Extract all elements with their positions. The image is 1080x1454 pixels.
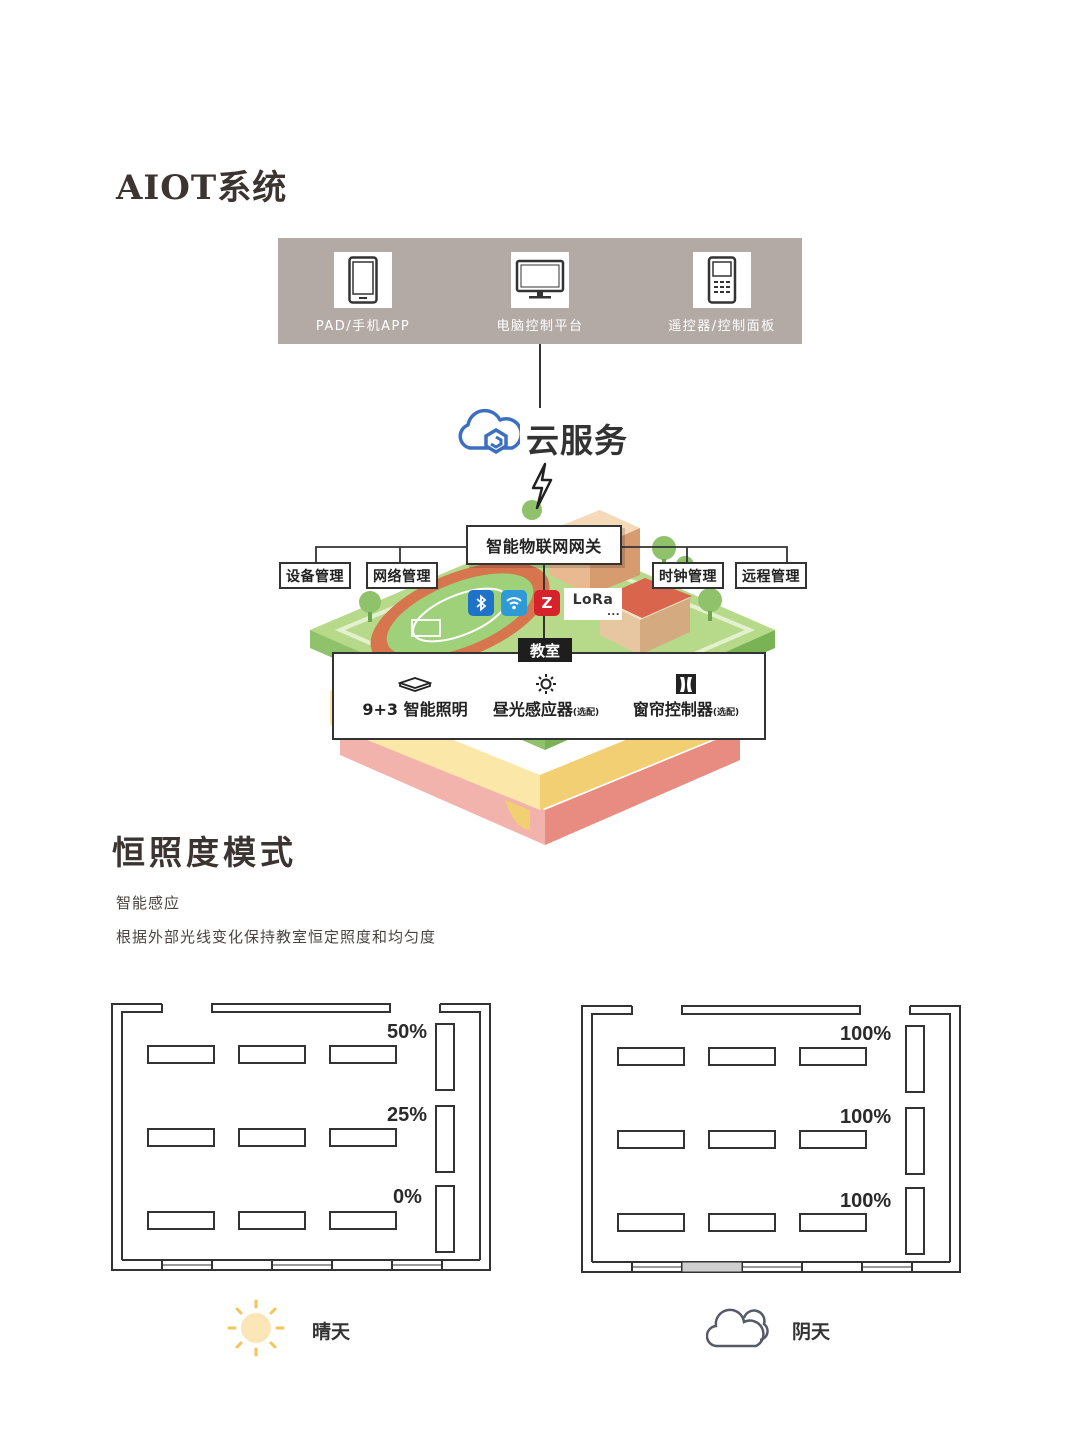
tablet-icon [348, 256, 378, 304]
zigbee-badge: Z [534, 590, 560, 616]
more-protocols-label: ... [607, 607, 620, 618]
light-level-row-1: 50% [387, 1021, 428, 1043]
device-pc-platform[interactable]: 电脑控制平台 [450, 252, 630, 334]
cloud-service-icon [458, 408, 520, 454]
cloud-service-title: 云服务 [526, 421, 628, 460]
weather-label-cloudy: 阴天 [792, 1321, 831, 1343]
device-label: PAD/手机APP [315, 319, 411, 334]
connector-line [539, 344, 541, 408]
optional-note: (选配) [712, 708, 740, 718]
light-level-row-2: 100% [840, 1106, 892, 1128]
curtain-controller-item[interactable]: 窗帘控制器(选配) [626, 672, 746, 720]
sun-sensor-icon [536, 674, 556, 694]
bluetooth-badge [468, 590, 494, 616]
iot-gateway-box[interactable]: 智能物联网网关 [466, 525, 622, 565]
light-level-row-2: 25% [387, 1104, 428, 1126]
mode-title: 恒照度模式 [112, 833, 297, 872]
device-remote-panel[interactable]: 遥控器/控制面板 [632, 252, 812, 334]
daylight-sensor-label: 昼光感应器 [492, 700, 573, 719]
smart-lighting-label: 9+3 智能照明 [362, 700, 468, 719]
curtain-controller-label: 窗帘控制器 [632, 700, 713, 719]
light-level-row-3: 100% [840, 1190, 892, 1212]
light-level-row-1: 100% [840, 1023, 892, 1045]
device-label: 电脑控制平台 [496, 319, 584, 334]
mgmt-remote-box[interactable]: 远程管理 [735, 562, 807, 589]
remote-control-icon [707, 256, 737, 304]
room-plan-cloudy [581, 1005, 961, 1273]
room-plan-sunny [111, 1003, 491, 1271]
weather-label-sunny: 晴天 [312, 1321, 351, 1343]
curtain-icon [676, 674, 696, 694]
lora-label: LoRa [572, 592, 614, 608]
mode-subtitle: 智能感应 [116, 894, 181, 912]
classroom-box: 9+3 智能照明 昼光感应器(选配) 窗帘控制器(选配) [332, 652, 766, 740]
smart-lighting-item[interactable]: 9+3 智能照明 [356, 672, 474, 720]
device-panel: PAD/手机APP 电脑控制平台 遥控器/控制面板 [278, 238, 802, 344]
monitor-icon [515, 259, 565, 299]
device-pad-app[interactable]: PAD/手机APP [273, 252, 453, 334]
aiot-title: AIOT系统 [116, 168, 288, 208]
light-level-row-3: 0% [393, 1186, 422, 1208]
classroom-tag: 教室 [518, 638, 572, 662]
mgmt-device-box[interactable]: 设备管理 [279, 562, 351, 589]
lightning-icon [531, 462, 553, 510]
wifi-badge [501, 590, 527, 616]
daylight-sensor-item[interactable]: 昼光感应器(选配) [486, 672, 606, 720]
sun-icon [227, 1299, 285, 1357]
wifi-icon [506, 597, 522, 610]
device-label: 遥控器/控制面板 [668, 319, 776, 334]
mode-description: 根据外部光线变化保持教室恒定照度和均匀度 [116, 928, 437, 946]
optional-note: (选配) [572, 708, 600, 718]
lora-badge: LoRa ... [564, 588, 622, 620]
cloud-icon [706, 1308, 769, 1348]
panel-light-icon [398, 677, 432, 692]
bluetooth-icon [476, 594, 487, 612]
mgmt-network-box[interactable]: 网络管理 [366, 562, 438, 589]
mgmt-clock-box[interactable]: 时钟管理 [652, 562, 724, 589]
